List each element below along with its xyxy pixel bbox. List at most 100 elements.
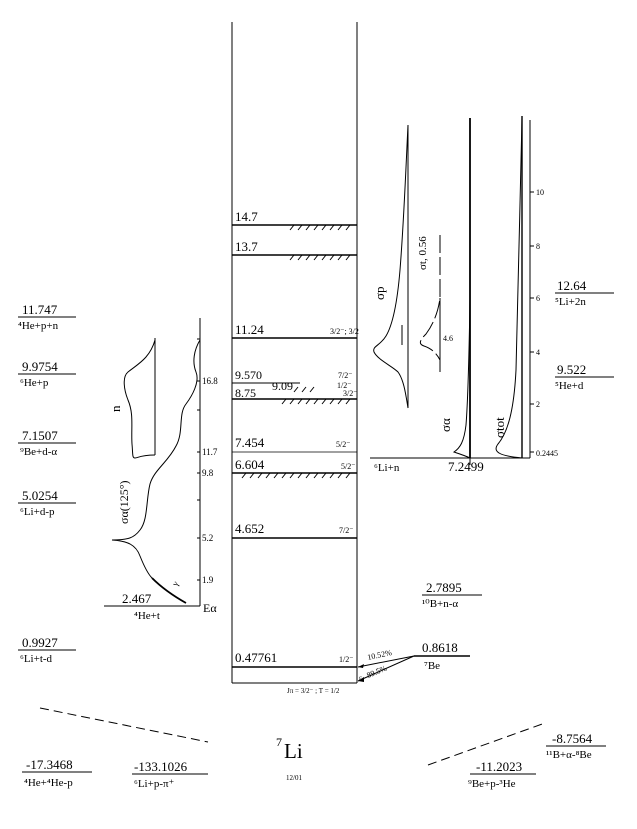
threshold-channel: ⁶Li+t-d (20, 653, 53, 665)
level-jpi: 7/2⁻ (338, 371, 352, 380)
sigma-tot-label: σtot (492, 417, 507, 438)
threshold-channel: ⁷Be (424, 660, 440, 672)
level-energy: 14.7 (235, 209, 258, 224)
threshold-energy: 0.9927 (22, 635, 58, 650)
threshold-channel: ⁴He+p+n (18, 320, 59, 332)
level-jpi: 1/2⁻ (339, 655, 353, 664)
threshold-energy: -11.2023 (476, 759, 522, 774)
level-4-652: 4.652 7/2⁻ (232, 521, 357, 539)
decay-branch-label: 10.52% (367, 648, 393, 662)
threshold-channel: ⁶Li+p-π⁺ (134, 778, 175, 790)
nucleus-symbol: Li (284, 739, 303, 763)
threshold-9be-d-alpha: 7.1507 ⁹Be+d-α (18, 428, 76, 458)
level-energy: 7.454 (235, 435, 265, 450)
level-8-75: 8.75 3/2⁻ (232, 386, 357, 405)
neutron-cross-section-panel: ⁶Li+n 7.2499 10 8 6 4 2 0.2445 σp σt, 0.… (370, 116, 558, 474)
sigma-alpha-n-label: σα (438, 418, 453, 432)
sigma-alpha-label: σα(125°) (117, 480, 131, 524)
threshold-7be: 0.8618 ⁷Be (414, 640, 470, 672)
level-7-454: 7.454 5/2⁻ (232, 435, 357, 453)
footer-code: 12/01 (286, 774, 302, 782)
threshold-4he-t: 2.467 ⁴He+t (104, 591, 200, 622)
level-jpi: 3/2⁻ (343, 389, 357, 398)
level-energy: 4.652 (235, 521, 264, 536)
level-jpi: 7/2⁻ (339, 526, 353, 535)
level-energy: 0.47761 (235, 650, 277, 665)
alpha-tick: 1.9 (202, 575, 214, 585)
sigma-t-curve (419, 235, 441, 361)
threshold-9be-p-3he: -11.2023 ⁹Be+p-³He (468, 759, 536, 790)
sigma-p-curve (373, 124, 409, 409)
threshold-energy: 5.0254 (22, 488, 58, 503)
level-jpi: 5/2⁻ (336, 440, 350, 449)
resonance-marker: 4.6 (443, 334, 453, 343)
level-energy: 6.604 (235, 457, 265, 472)
neutron-tick: 0.2445 (536, 449, 558, 458)
level-jpi: 5/2⁻ (341, 462, 355, 471)
threshold-energy: 0.8618 (422, 640, 458, 655)
threshold-11b-alpha-8be: -8.7564 ¹¹B+α-⁸Be (546, 731, 606, 761)
level-energy: 11.24 (235, 322, 264, 337)
threshold-energy: 12.64 (557, 278, 587, 293)
sigma-alpha-curve (111, 339, 201, 579)
threshold-6li-p-pi: -133.1026 ⁶Li+p-π⁺ (132, 759, 208, 790)
threshold-channel: ⁹Be+p-³He (468, 778, 516, 790)
nucleus-mass: 7 (276, 735, 282, 749)
alpha-tick: 11.7 (202, 447, 218, 457)
level-9-09: 9.09 1/2⁻ (272, 379, 351, 393)
nucleus-label: 7 Li (276, 735, 303, 763)
level-energy: 9.09 (272, 379, 293, 393)
neutron-tick: 2 (536, 400, 540, 409)
level-energy: 9.570 (235, 368, 262, 382)
neutron-tick: 8 (536, 242, 540, 251)
threshold-channel: ⁵Li+2n (555, 296, 586, 308)
level-energy: 13.7 (235, 239, 258, 254)
threshold-energy: -17.3468 (26, 757, 73, 772)
threshold-energy: 11.747 (22, 302, 58, 317)
level-13-7: 13.7 (232, 239, 357, 261)
level-0-47761: 0.47761 1/2⁻ (232, 650, 357, 668)
sigma-p-label: σp (372, 286, 387, 300)
level-jpi: 1/2⁻ (337, 381, 351, 390)
level-jpi: 3/2⁻; 3/2 (330, 327, 359, 336)
level-9-570: 9.570 7/2⁻ (232, 368, 352, 384)
sigma-alpha-n-curve (452, 299, 471, 459)
threshold-5he-d: 9.522 ⁵He+d (555, 362, 614, 392)
sigma-t-label: σt, 0.56 (417, 236, 429, 270)
alpha-tick: 5.2 (202, 533, 213, 543)
sigma-tot-curve (495, 117, 523, 459)
neutron-tick: 4 (536, 348, 540, 357)
n-curve-label: n (108, 405, 123, 412)
threshold-energy: -8.7564 (552, 731, 593, 746)
gamma-curve (151, 577, 187, 604)
threshold-channel: ⁵He+d (555, 380, 584, 392)
neutron-tick: 6 (536, 294, 540, 303)
threshold-5li-2n: 12.64 ⁵Li+2n (555, 278, 614, 308)
threshold-channel: ¹¹B+α-⁸Be (546, 749, 592, 761)
threshold-4he-4he-p: -17.3468 ⁴He+⁴He-p (22, 757, 92, 789)
threshold-channel: ¹⁰B+n-α (422, 598, 458, 610)
threshold-4he-p-n: 11.747 ⁴He+p+n (18, 302, 76, 332)
threshold-channel: ⁴He+⁴He-p (24, 777, 73, 789)
threshold-energy: -133.1026 (134, 759, 188, 774)
ground-state-jt: Jπ = 3/2⁻ ; T = 1/2 (287, 687, 340, 695)
alpha-tick: 9.8 (202, 468, 214, 478)
decay-epsilon: ε (359, 674, 362, 682)
decay-branch-label: 89.5% (365, 664, 388, 680)
level-14-7: 14.7 (232, 209, 357, 231)
threshold-channel: ⁶Li+d-p (20, 506, 55, 518)
threshold-energy: 9.522 (557, 362, 586, 377)
level-6-604: 6.604 5/2⁻ (232, 457, 357, 479)
alpha-tick: 16.8 (202, 376, 218, 386)
n-yield-curve (123, 339, 156, 459)
threshold-channel: ⁴He+t (134, 610, 160, 622)
threshold-channel: ⁹Be+d-α (20, 446, 57, 458)
threshold-6li-d-p: 5.0254 ⁶Li+d-p (18, 488, 76, 518)
threshold-energy: 2.467 (122, 591, 152, 606)
threshold-channel: ⁶He+p (20, 377, 49, 389)
level-11-24: 11.24 3/2⁻; 3/2 (232, 322, 359, 339)
alpha-axis-label: Eα (203, 601, 217, 615)
threshold-6li-t-d: 0.9927 ⁶Li+t-d (18, 635, 76, 665)
